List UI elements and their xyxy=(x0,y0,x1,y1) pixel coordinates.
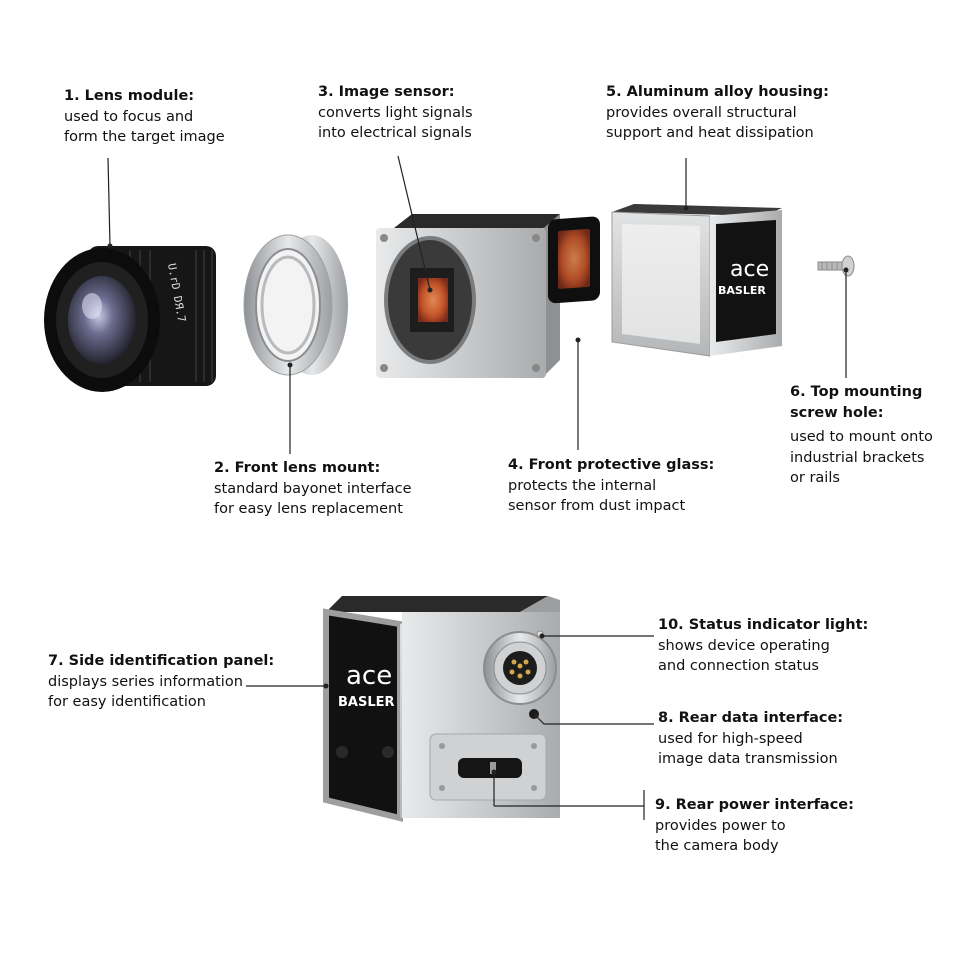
label-title: 8. Rear data interface: xyxy=(658,710,844,726)
label-desc-line: provides power to xyxy=(655,817,786,834)
label-title: 4. Front protective glass: xyxy=(508,457,715,473)
label-desc-line: used to mount onto xyxy=(790,429,933,445)
label-desc-line: industrial brackets xyxy=(790,449,925,466)
label-desc-line: for easy identification xyxy=(48,694,206,710)
label-title: 9. Rear power interface: xyxy=(655,797,854,813)
label-desc-line: shows device operating xyxy=(658,637,830,654)
label-desc-line: support and heat dissipation xyxy=(606,125,814,141)
label-desc-line: provides overall structural xyxy=(606,104,797,121)
label-top-mounting-screw-hole: 6. Top mounting screw hole: used to moun… xyxy=(790,382,933,489)
assembled-camera: ace BASLER xyxy=(323,596,560,822)
label-front-protective-glass: 4. Front protective glass: protects the … xyxy=(508,455,714,517)
label-title: 1. Lens module: xyxy=(64,88,195,104)
label-desc-line: the camera body xyxy=(655,838,779,854)
label-title: 2. Front lens mount: xyxy=(214,460,381,476)
housing-logo-series: ace xyxy=(730,257,769,282)
label-desc-line: and connection status xyxy=(658,658,819,674)
leader-lines xyxy=(107,155,849,820)
label-title: 7. Side identification panel: xyxy=(48,653,275,669)
label-title: 10. Status indicator light: xyxy=(658,617,869,633)
label-desc-line: or rails xyxy=(790,470,840,486)
label-title: 3. Image sensor: xyxy=(318,84,455,100)
front-protective-glass xyxy=(548,216,600,304)
label-desc-line: standard bayonet interface xyxy=(214,480,412,497)
aluminum-alloy-housing: ace BASLER xyxy=(611,204,782,357)
camera-logo-maker: BASLER xyxy=(338,695,395,710)
label-title-line: 6. Top mounting xyxy=(790,384,923,400)
label-status-indicator-light: 10. Status indicator light: shows device… xyxy=(658,615,868,677)
label-desc-line: displays series information xyxy=(48,673,243,690)
label-rear-data-interface: 8. Rear data interface: used for high-sp… xyxy=(658,708,843,770)
image-sensor-chip xyxy=(418,278,448,322)
label-title-line: screw hole: xyxy=(790,404,884,421)
label-lens-module: 1. Lens module: used to focus and form t… xyxy=(64,86,225,148)
label-rear-power-interface: 9. Rear power interface: provides power … xyxy=(655,795,854,857)
top-mounting-screw xyxy=(817,255,855,277)
label-desc-line: for easy lens replacement xyxy=(214,501,403,517)
label-desc-line: image data transmission xyxy=(658,751,838,767)
label-desc-line: converts light signals xyxy=(318,104,473,121)
label-desc-line: into electrical signals xyxy=(318,125,472,141)
label-aluminum-housing: 5. Aluminum alloy housing: provides over… xyxy=(606,82,829,144)
camera-front-body xyxy=(376,214,560,378)
label-front-lens-mount: 2. Front lens mount: standard bayonet in… xyxy=(214,458,412,520)
label-image-sensor: 3. Image sensor: converts light signals … xyxy=(318,82,473,144)
label-desc-line: used to focus and xyxy=(64,108,194,125)
camera-logo-series: ace xyxy=(346,661,392,691)
label-side-identification-panel: 7. Side identification panel: displays s… xyxy=(48,651,274,713)
label-desc-line: protects the internal xyxy=(508,477,657,494)
label-desc-line: used for high-speed xyxy=(658,730,803,747)
label-title: 5. Aluminum alloy housing: xyxy=(606,84,829,100)
lens-module: U.rD DЯ.7 xyxy=(44,246,216,392)
front-lens-mount xyxy=(243,234,348,376)
label-desc-line: sensor from dust impact xyxy=(508,498,686,514)
housing-logo-maker: BASLER xyxy=(718,284,766,297)
label-desc-line: form the target image xyxy=(64,129,225,145)
